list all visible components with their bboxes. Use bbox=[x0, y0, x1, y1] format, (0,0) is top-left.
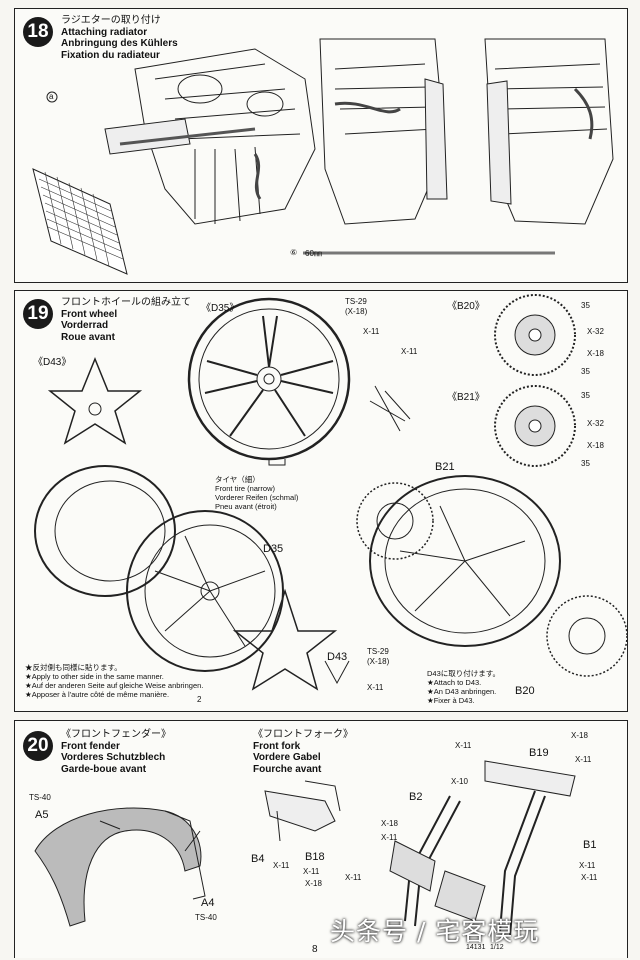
title-de: Vordere Gabel bbox=[253, 752, 321, 763]
x18-label: X-18 bbox=[587, 349, 604, 358]
x11-label: X-11 bbox=[579, 861, 596, 870]
b21-view-label: 《B21》 bbox=[447, 392, 485, 403]
d43-part-label: D43 bbox=[327, 651, 348, 663]
b21-label: B21 bbox=[435, 461, 455, 473]
title-de: Vorderes Schutzblech bbox=[61, 752, 166, 763]
note-other-side: ★反対側も同様に貼ります。 ★Apply to other side in th… bbox=[25, 663, 203, 699]
d43-label: 《D43》 bbox=[33, 357, 72, 368]
x18-label: X-18 bbox=[587, 441, 604, 450]
title-jp: ラジエターの取り付け bbox=[61, 15, 161, 26]
note-en: ★Apply to other side in the same manner. bbox=[25, 672, 164, 681]
title-fr: Roue avant bbox=[61, 331, 115, 343]
front-wheel-illustration bbox=[34, 294, 627, 691]
part-b-label: ⑥ bbox=[290, 248, 298, 257]
title-jp: 《フロントフォーク》 bbox=[253, 729, 353, 740]
watermark: 头条号 / 宅客模玩 bbox=[330, 917, 540, 946]
step-title: ラジエターの取り付け Attaching radiator Anbringung… bbox=[61, 15, 178, 61]
tire-label: タイヤ（細） Front tire (narrow) Vorderer Reif… bbox=[215, 475, 298, 511]
x11-label: X-11 bbox=[401, 347, 418, 356]
d35-part-label: D35 bbox=[263, 543, 284, 555]
title-de: Vorderrad bbox=[61, 320, 109, 331]
b4-label: B4 bbox=[251, 853, 265, 865]
note-en: ★Attach to D43. bbox=[427, 678, 482, 687]
num35-label: 35 bbox=[581, 367, 590, 376]
step-18-panel: 18 ラジエターの取り付け Attaching radiator Anbring… bbox=[14, 8, 628, 283]
part-a-label: a bbox=[49, 92, 54, 101]
tire-fr: Pneu avant (étroit) bbox=[215, 502, 277, 511]
title-fr: Garde-boue avant bbox=[61, 763, 147, 775]
step-19-panel: 19 フロントホイールの組み立て Front wheel Vorderrad R… bbox=[14, 290, 628, 712]
fork-title: 《フロントフォーク》 Front fork Vordere Gabel Four… bbox=[253, 729, 353, 775]
tire-part-number: 2 bbox=[197, 695, 202, 704]
title-en: Front wheel bbox=[61, 308, 118, 320]
title-jp: フロントホイールの組み立て bbox=[61, 297, 191, 308]
step-number: 19 bbox=[23, 299, 53, 329]
x11-label: X-11 bbox=[273, 861, 290, 870]
b18-label: B18 bbox=[305, 851, 325, 863]
num35-label: 35 bbox=[581, 301, 590, 310]
x11-label: X-11 bbox=[455, 741, 472, 750]
x18-label: X-18 bbox=[381, 819, 398, 828]
step-number: 20 bbox=[23, 731, 53, 761]
ts29-label: TS-29 bbox=[367, 647, 389, 656]
x11-label: X-11 bbox=[363, 327, 380, 336]
step-20-panel: 20 《フロントフェンダー》 Front fender Vorderes Sch… bbox=[14, 720, 628, 958]
ts29-label: TS-29 bbox=[345, 297, 367, 306]
b19-label: B19 bbox=[529, 747, 549, 759]
title-en: Front fork bbox=[253, 740, 301, 752]
title-en: Front fender bbox=[61, 740, 120, 752]
x11-label: X-11 bbox=[367, 683, 384, 692]
b20-view-label: 《B20》 bbox=[447, 301, 485, 312]
page-number: 8 bbox=[312, 944, 318, 955]
x10-label: X-10 bbox=[451, 777, 468, 786]
d35-label: 《D35》 bbox=[201, 303, 240, 314]
footer-code: 14131 bbox=[466, 944, 486, 951]
title-de: Anbringung des Kühlers bbox=[61, 38, 178, 49]
x11-label: X-11 bbox=[303, 867, 320, 876]
title-en: Attaching radiator bbox=[61, 26, 148, 38]
ts40-label: TS-40 bbox=[195, 913, 217, 922]
b1-label: B1 bbox=[583, 839, 597, 851]
a5-label: A5 bbox=[35, 809, 49, 821]
note-attach-d43: D43に取り付けます。 ★Attach to D43. ★An D43 anbr… bbox=[427, 669, 500, 705]
x18-label: X-18 bbox=[571, 731, 588, 740]
title-fr: Fourche avant bbox=[253, 763, 322, 775]
x18-paren-label: (X-18) bbox=[345, 307, 368, 316]
num35-label: 35 bbox=[581, 391, 590, 400]
fender-fork-illustration bbox=[34, 760, 576, 937]
num35-label: 35 bbox=[581, 459, 590, 468]
note-de: ★Auf der anderen Seite auf gleiche Weise… bbox=[25, 681, 204, 690]
tire-jp: タイヤ（細） bbox=[215, 475, 260, 484]
x32-label: X-32 bbox=[587, 327, 604, 336]
tire-de: Vorderer Reifen (schmal) bbox=[215, 493, 299, 502]
x18-label: X-18 bbox=[305, 879, 322, 888]
note-jp: D43に取り付けます。 bbox=[427, 669, 501, 678]
title-jp: 《フロントフェンダー》 bbox=[61, 729, 171, 740]
x32-label: X-32 bbox=[587, 419, 604, 428]
note-de: ★An D43 anbringen. bbox=[427, 687, 497, 696]
ts40-label: TS-40 bbox=[29, 793, 51, 802]
x11-label: X-11 bbox=[581, 873, 598, 882]
x11-label: X-11 bbox=[345, 873, 362, 882]
tube-length-label: 60㎜ bbox=[305, 249, 322, 258]
note-fr: ★Apposer à l'autre côté de même manière. bbox=[25, 690, 170, 699]
note-fr: ★Fixer à D43. bbox=[427, 696, 475, 705]
b20-label: B20 bbox=[515, 685, 535, 697]
x11-label: X-11 bbox=[575, 755, 592, 764]
step-number: 18 bbox=[23, 17, 53, 47]
note-jp: ★反対側も同様に貼ります。 bbox=[25, 663, 122, 672]
b2-label: B2 bbox=[409, 791, 423, 803]
step-title: フロントホイールの組み立て Front wheel Vorderrad Roue… bbox=[61, 297, 191, 343]
footer-scale: 1/12 bbox=[490, 944, 504, 951]
radiator-illustration bbox=[32, 38, 614, 275]
a4-label: A4 bbox=[201, 897, 215, 909]
x18-paren-label: (X-18) bbox=[367, 657, 390, 666]
fender-title: 《フロントフェンダー》 Front fender Vorderes Schutz… bbox=[61, 729, 171, 775]
x11-label: X-11 bbox=[381, 833, 398, 842]
tire-en: Front tire (narrow) bbox=[215, 484, 276, 493]
title-fr: Fixation du radiateur bbox=[61, 49, 160, 61]
